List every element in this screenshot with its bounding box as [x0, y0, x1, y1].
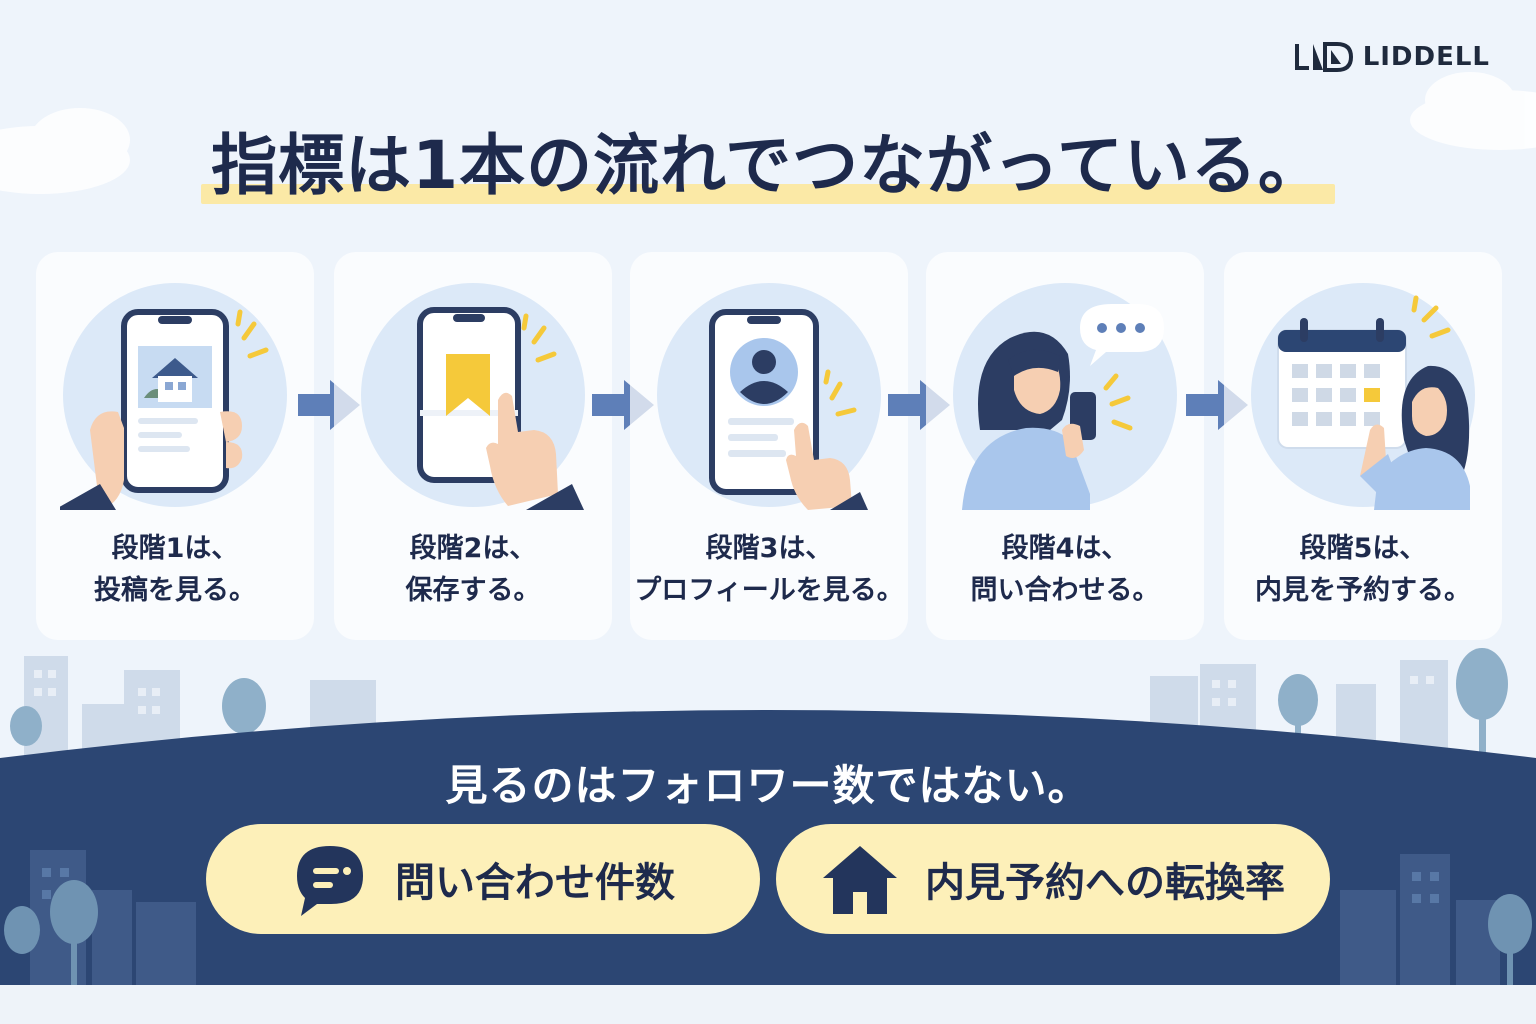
- step-caption-1: 段階1は、 投稿を見る。: [36, 528, 314, 612]
- step-card-1: 段階1は、 投稿を見る。: [36, 252, 314, 640]
- house-icon: [823, 846, 897, 914]
- metric-pill-inquiries: 問い合わせ件数: [206, 824, 760, 934]
- step-flow: 段階1は、 投稿を見る。 段階2は、 保存する。: [36, 252, 1502, 640]
- woman-chat-phone-icon: [953, 283, 1177, 510]
- step-caption-4: 段階4は、 問い合わせる。: [926, 528, 1204, 612]
- phone-profile-icon: [657, 283, 881, 510]
- step-caption-3: 段階3は、 プロフィールを見る。: [630, 528, 908, 612]
- chat-bubble-icon: [297, 846, 363, 916]
- page-title: 指標は1本の流れでつながっている。: [201, 112, 1335, 208]
- step-label: 段階1は、: [111, 533, 239, 564]
- step-action: 保存する。: [405, 575, 541, 606]
- step-label: 段階3は、: [705, 533, 833, 564]
- brand-name: LIDDELL: [1362, 42, 1490, 72]
- step-action: 内見を予約する。: [1255, 575, 1471, 606]
- metric-label: 内見予約への転換率: [925, 860, 1285, 906]
- step-card-3: 段階3は、 プロフィールを見る。: [630, 252, 908, 640]
- phone-house-post-icon: [60, 283, 287, 510]
- step-label: 段階4は、: [1001, 533, 1129, 564]
- metric-label: 問い合わせ件数: [395, 860, 675, 906]
- phone-bookmark-icon: [361, 283, 585, 510]
- step-card-2: 段階2は、 保存する。: [334, 252, 612, 640]
- subheading: 見るのはフォロワー数ではない。: [445, 761, 1091, 810]
- step-action: 投稿を見る。: [94, 575, 256, 606]
- step-card-4: 段階4は、 問い合わせる。: [926, 252, 1204, 640]
- calendar-booking-icon: [1251, 283, 1475, 510]
- liddell-logo-mark: [1294, 42, 1353, 72]
- brand-logo: LIDDELL: [1293, 42, 1490, 72]
- step-label: 段階5は、: [1299, 533, 1427, 564]
- metric-pill-conversion: 内見予約への転換率: [776, 824, 1330, 934]
- step-action: プロフィールを見る。: [634, 575, 904, 606]
- step-label: 段階2は、: [409, 533, 537, 564]
- step-card-5: 段階5は、 内見を予約する。: [1224, 252, 1502, 640]
- step-caption-5: 段階5は、 内見を予約する。: [1224, 528, 1502, 612]
- step-action: 問い合わせる。: [970, 575, 1160, 606]
- step-caption-2: 段階2は、 保存する。: [334, 528, 612, 612]
- footer-strip: [0, 985, 1536, 1024]
- title-area: 指標は1本の流れでつながっている。: [0, 112, 1536, 208]
